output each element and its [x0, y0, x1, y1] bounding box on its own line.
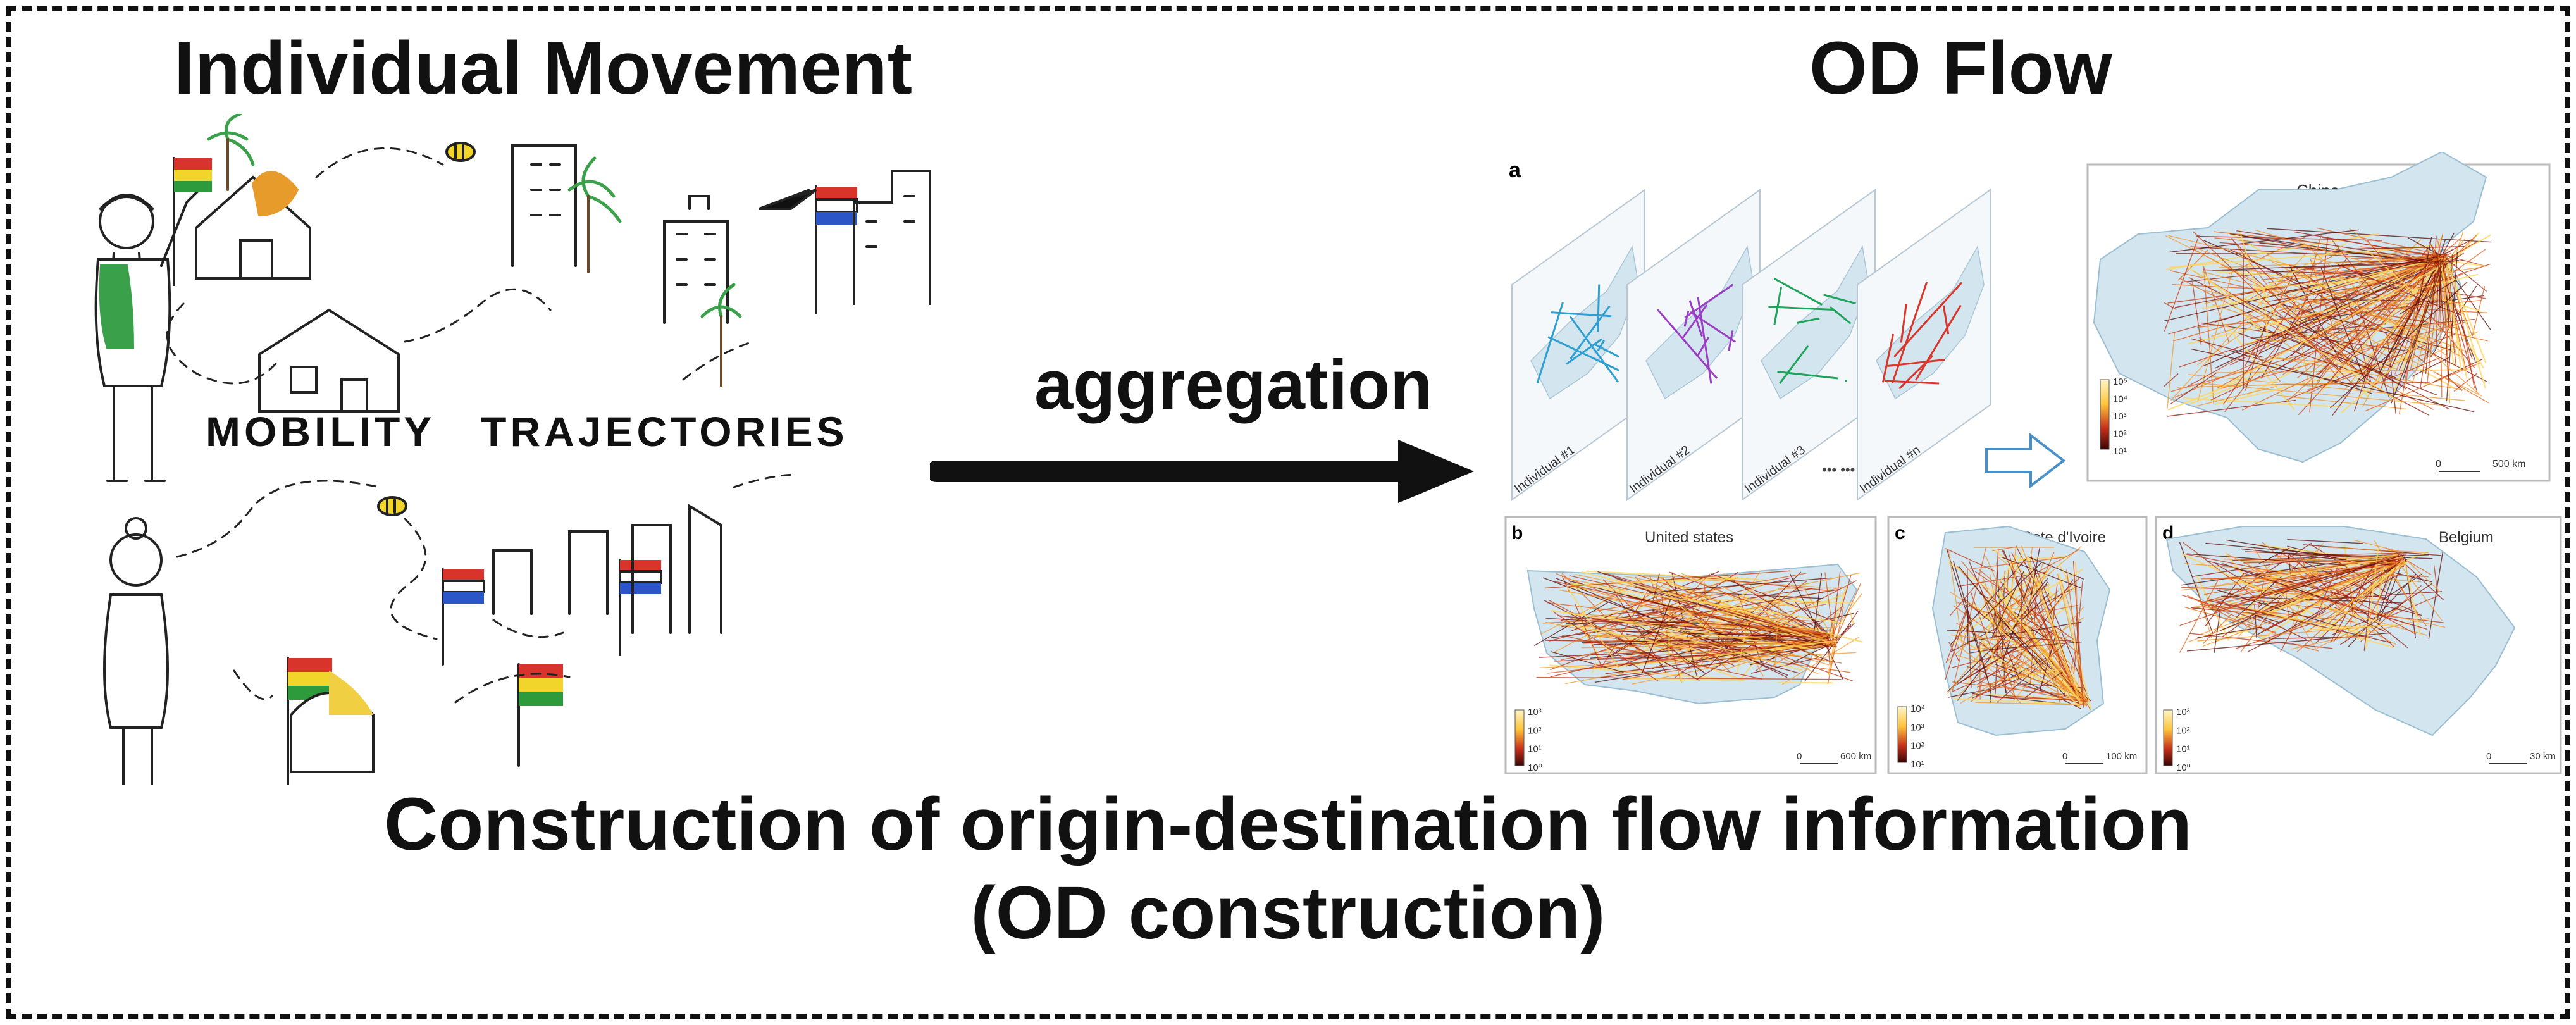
legend-tick-label: 10⁰	[2176, 762, 2191, 773]
mobility-trajectories-caption: MOBILITY TRAJECTORIES	[206, 408, 848, 455]
scale-label: 600 km	[1840, 751, 1871, 762]
legend-tick-label: 10⁴	[1910, 704, 1925, 714]
construction-subtitle: (OD construction)	[970, 871, 1606, 955]
individual-layer: Individual #2	[1626, 189, 1761, 501]
building-icon	[663, 195, 729, 324]
od-flow-title: OD Flow	[1809, 27, 2112, 110]
legend-tick-label: 10⁵	[2113, 376, 2127, 387]
legend-tick-label: 10³	[1910, 722, 1924, 733]
tree-icon	[207, 114, 742, 318]
legend-tick-label: 10³	[1528, 707, 1542, 718]
color-legend: 10³ 10² 10¹ 10⁰	[2163, 707, 2191, 773]
svg-text:0: 0	[2062, 751, 2067, 762]
house-icon	[258, 308, 400, 413]
color-legend: 10³ 10² 10¹ 10⁰	[1514, 707, 1542, 773]
od-panels-bcd: b United states c Cote d'Ivoire d Belgiu…	[1504, 516, 2562, 774]
us-map-title: United states	[1645, 529, 1733, 546]
svg-text:0: 0	[1797, 751, 1802, 762]
panel-b-label: b	[1511, 523, 1523, 544]
hollow-arrow-icon	[1985, 432, 2066, 489]
building-icon	[492, 530, 609, 615]
svg-text:0: 0	[2436, 459, 2441, 469]
legend-tick-label: 10¹	[2176, 744, 2190, 755]
individual-movement-title: Individual Movement	[174, 27, 913, 110]
airplane-icon	[759, 189, 817, 210]
legend-tick-label: 10²	[2176, 725, 2190, 736]
belgium-map-title: Belgium	[2439, 529, 2494, 546]
aggregation-label: aggregation	[1034, 346, 1433, 424]
scale-label: 30 km	[2530, 751, 2556, 762]
layer-ellipsis: ••• •••	[1822, 462, 1855, 478]
person-standing-icon	[103, 517, 169, 785]
panel-c-label: c	[1895, 523, 1905, 544]
legend-tick-label: 10³	[2176, 707, 2190, 718]
legend-tick-label: 10¹	[2113, 446, 2127, 457]
building-icon	[853, 170, 931, 305]
legend-tick-label: 10²	[1528, 725, 1542, 736]
legend-tick-label: 10³	[2113, 411, 2127, 422]
legend-tick-label: 10¹	[1910, 759, 1924, 770]
legend-tick-label: 10²	[1910, 741, 1924, 752]
panel-a-label: a	[1509, 158, 1521, 182]
dashed-frame	[6, 6, 2570, 1019]
building-icon	[511, 144, 577, 267]
individual-layer: Individual #3	[1742, 189, 1876, 501]
legend-tick-label: 10¹	[1528, 744, 1542, 755]
trajectory-path	[166, 147, 798, 704]
color-legend: 10⁴ 10³ 10² 10¹	[1897, 704, 1925, 770]
color-legend: 10⁵ 10⁴ 10³ 10² 10¹	[2100, 376, 2127, 457]
flag-icon	[442, 568, 485, 666]
flag-icon	[619, 559, 662, 656]
bee-icon	[445, 142, 476, 162]
legend-tick-label: 10⁴	[2113, 394, 2127, 405]
svg-text:0: 0	[2486, 751, 2491, 762]
china-scale-label: 500 km	[2492, 459, 2525, 469]
person-waving-icon	[94, 189, 201, 482]
mobility-sketch-illustration: MOBILITY TRAJECTORIES	[94, 114, 931, 785]
building-icon	[631, 504, 722, 634]
construction-title: Construction of origin-destination flow …	[384, 783, 2192, 866]
flag-icon	[173, 157, 212, 286]
legend-tick-label: 10⁰	[1528, 762, 1542, 773]
individual-layer: Individual #1	[1511, 189, 1645, 501]
legend-tick-label: 10²	[2113, 429, 2127, 440]
flag-icon	[517, 663, 563, 767]
flag-icon	[815, 185, 858, 314]
scale-label: 100 km	[2106, 751, 2137, 762]
bee-icon	[377, 496, 407, 516]
aggregation-arrow	[930, 440, 1474, 503]
individual-layer: Individual #n	[1857, 189, 1991, 501]
